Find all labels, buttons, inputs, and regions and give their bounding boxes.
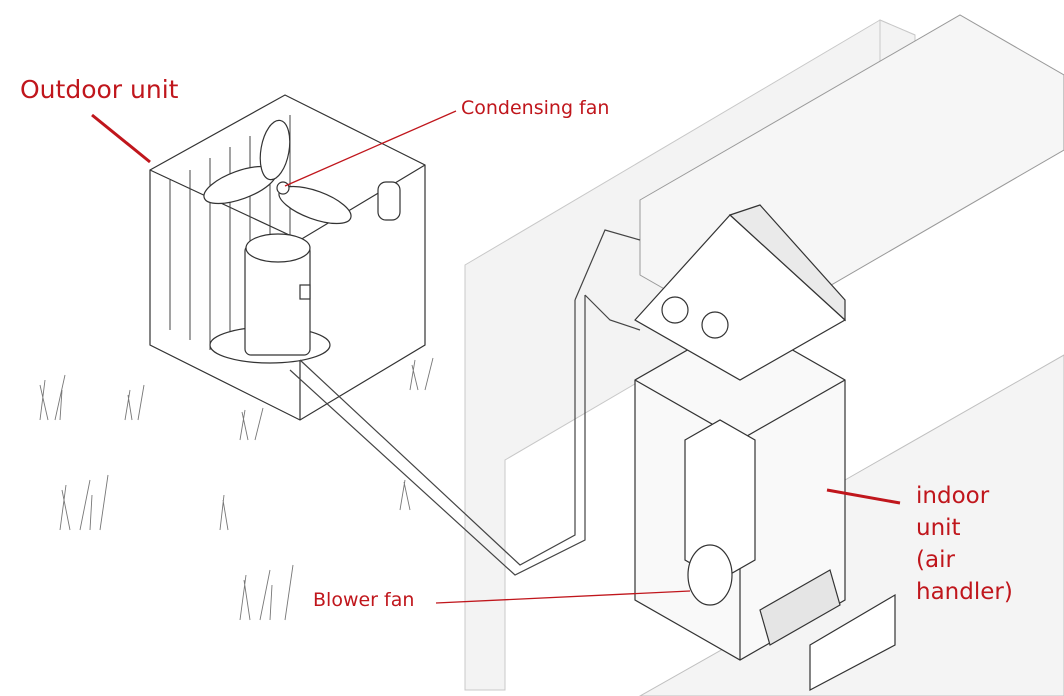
grass [39,357,434,621]
leader-outdoor [91,113,151,164]
outdoor-unit [149,94,426,421]
label-condensing-fan: Condensing fan [461,97,610,119]
leader-blower [435,590,691,604]
leader-lines [91,110,901,604]
label-indoor-line-3: (air [916,547,955,573]
label-indoor-unit: indoor unit (air handler) [916,480,1056,608]
label-blower-fan: Blower fan [313,589,415,611]
label-indoor-line-2: unit [916,515,961,541]
compressor [209,233,331,364]
condensing-fan [203,119,352,225]
leader-condensing [284,110,457,187]
refrigerant-lines [289,229,641,576]
label-indoor-line-4: handler) [916,579,1013,605]
accumulator [377,181,401,221]
label-outdoor-unit: Outdoor unit [20,75,179,104]
leader-indoor [826,488,901,505]
indoor-unit [634,204,896,691]
label-indoor-line-1: indoor [916,483,990,509]
